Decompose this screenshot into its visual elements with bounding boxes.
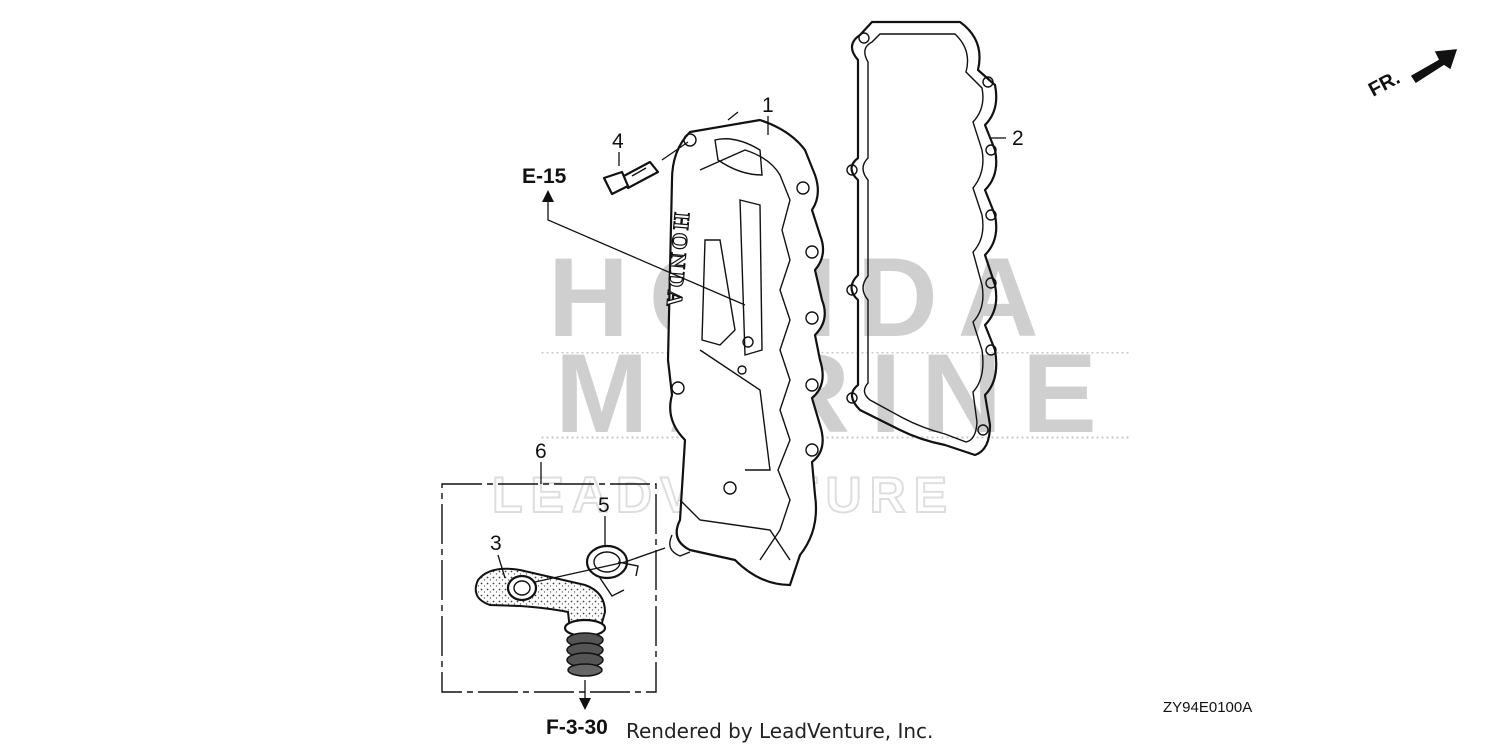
gasket-part <box>846 20 998 457</box>
callout-4: 4 <box>612 130 624 153</box>
direction-label: FR. <box>1365 67 1404 102</box>
callout-1: 1 <box>762 94 774 117</box>
reference-f330[interactable]: F-3-30 <box>546 716 608 739</box>
diagram-code: ZY94E0100A <box>1163 699 1252 716</box>
callout-3: 3 <box>490 532 502 555</box>
watermark-rule-bottom <box>540 436 1130 440</box>
watermark-rule-top <box>540 352 1130 356</box>
head-cover-part: HONDA <box>661 118 826 587</box>
callout-5: 5 <box>598 494 610 517</box>
front-arrow-icon <box>1410 49 1458 84</box>
hose-corrugated-end <box>563 618 607 677</box>
callout-6: 6 <box>535 440 547 463</box>
hose-part <box>474 567 607 677</box>
clamp-part <box>585 544 639 597</box>
reference-e15[interactable]: E-15 <box>522 165 567 188</box>
callout-2: 2 <box>1012 127 1024 150</box>
kit-box <box>441 462 657 693</box>
watermark-marine: MARINE <box>555 331 1117 456</box>
rendered-by-credit: Rendered by LeadVenture, Inc. <box>626 719 933 743</box>
leader-lines <box>497 111 1006 710</box>
front-direction-indicator: FR. <box>1365 49 1458 102</box>
callouts: 1 2 3 4 5 6 <box>490 94 1024 555</box>
bolt-part <box>602 141 689 196</box>
